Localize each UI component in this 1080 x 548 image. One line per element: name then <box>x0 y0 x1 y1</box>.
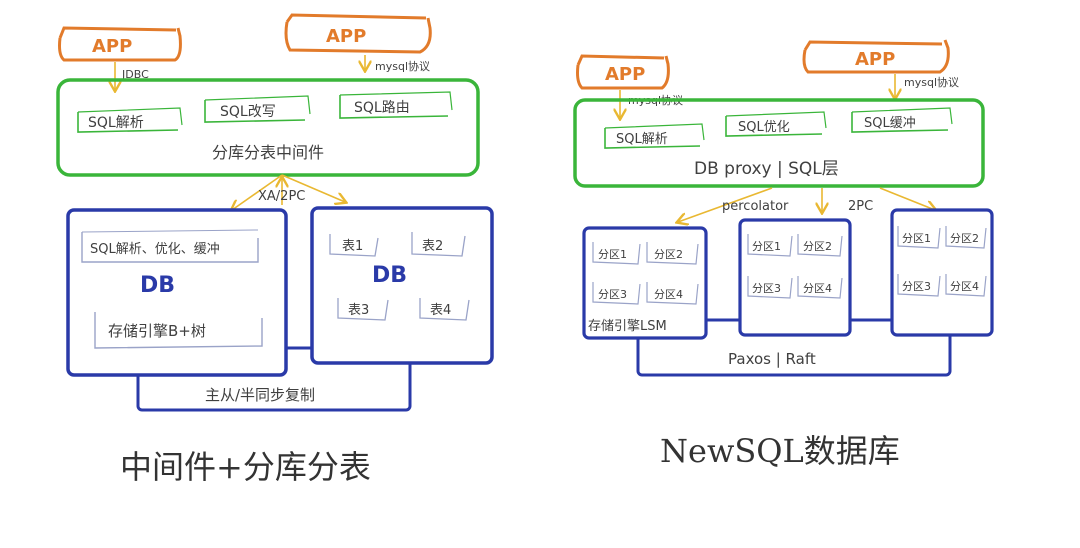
left-app-label-2: APP <box>326 26 366 47</box>
right-node3-partition-label-2: 分区2 <box>950 232 979 245</box>
right-node1-partition-label-1: 分区1 <box>598 248 627 261</box>
left-table-box-3: 表3 <box>337 298 389 321</box>
right-node1-engine-label: 存储引擎LSM <box>588 319 667 334</box>
right-proxy-box <box>573 98 985 188</box>
right-node1-partition-label-2: 分区2 <box>654 248 683 261</box>
left-table-box-2: 表2 <box>411 232 466 257</box>
left-xa-2pc-label: XA/2PC <box>258 189 305 204</box>
right-arrow-to-node3 <box>879 187 935 210</box>
right-percolator-label: percolator <box>722 199 789 214</box>
left-sql-rewrite-box: SQL改写 <box>204 95 311 123</box>
right-node3-partition-1: 分区1 <box>897 226 941 249</box>
right-node2-partition-4: 分区4 <box>797 276 843 299</box>
left-db2-box <box>310 206 494 365</box>
right-sql-parse-label: SQL解析 <box>616 132 668 147</box>
left-db1-parse-box: SQL解析、优化、缓冲 <box>81 229 259 263</box>
right-node2-partition-3: 分区3 <box>747 276 793 299</box>
right-node3-partition-label-3: 分区3 <box>902 280 931 293</box>
left-table-label-1: 表1 <box>342 239 363 254</box>
left-app-box-2: APP <box>284 13 432 54</box>
right-app-box-1: APP <box>576 54 670 90</box>
left-sql-parse-box: SQL解析 <box>77 107 183 133</box>
right-node1-partition-3: 分区3 <box>592 282 641 305</box>
right-sql-parse-box: SQL解析 <box>604 123 705 149</box>
right-node1-partition-label-4: 分区4 <box>654 288 683 301</box>
right-sql-cache-box: SQL缓冲 <box>851 107 953 133</box>
left-db1-engine-label: 存储引擎B+树 <box>108 322 206 340</box>
left-db2-label: DB <box>372 263 407 288</box>
right-diagram: APP APP mysql协议 mysql协议 SQL解析 SQL优化 SQL缓… <box>573 39 994 470</box>
right-app-label-1: APP <box>605 64 645 85</box>
left-mysql-protocol-label: mysql协议 <box>375 59 430 73</box>
left-diagram: APP APP JDBC mysql协议 SQL解析 SQL改写 SQL路由 <box>56 13 494 486</box>
right-arrow-to-node1 <box>678 187 773 222</box>
right-node3-partition-4: 分区4 <box>945 274 987 297</box>
left-sql-route-label: SQL路由 <box>354 100 410 116</box>
left-app-box-1: APP <box>58 26 182 62</box>
right-node3-partition-label-1: 分区1 <box>902 232 931 245</box>
left-arrow-to-db2 <box>281 174 345 202</box>
right-consensus-label: Paxos | Raft <box>728 350 816 368</box>
right-mysql-protocol-label-2: mysql协议 <box>904 75 959 89</box>
left-table-label-2: 表2 <box>422 239 443 254</box>
left-sql-parse-label: SQL解析 <box>88 115 144 131</box>
right-proxy-title: DB proxy | SQL层 <box>694 159 839 179</box>
left-jdbc-label: JDBC <box>121 68 149 81</box>
left-db1-engine-box: 存储引擎B+树 <box>94 312 263 349</box>
right-node1-partition-4: 分区4 <box>646 282 699 305</box>
left-table-label-4: 表4 <box>430 303 451 318</box>
left-app-label-1: APP <box>92 36 132 57</box>
right-node3-partition-label-4: 分区4 <box>950 280 979 293</box>
left-db1-box <box>66 208 288 377</box>
right-sql-optimize-label: SQL优化 <box>738 120 790 135</box>
left-caption: 中间件+分库分表 <box>120 448 371 486</box>
right-node2-partition-2: 分区2 <box>797 234 843 257</box>
right-caption: NewSQL数据库 <box>660 432 900 470</box>
right-node1-box <box>582 226 708 340</box>
right-app-label-2: APP <box>855 49 895 70</box>
right-node2-partition-label-3: 分区3 <box>752 282 781 295</box>
right-node1-partition-2: 分区2 <box>646 242 699 265</box>
left-sql-route-box: SQL路由 <box>339 91 453 119</box>
right-sql-cache-label: SQL缓冲 <box>864 116 916 131</box>
left-table-box-4: 表4 <box>419 298 470 321</box>
right-node3-partition-2: 分区2 <box>945 226 987 249</box>
right-node2-partition-label-1: 分区1 <box>752 240 781 253</box>
left-sql-rewrite-label: SQL改写 <box>220 104 276 120</box>
right-node1-partition-label-3: 分区3 <box>598 288 627 301</box>
right-node3-box <box>890 208 994 337</box>
left-table-label-3: 表3 <box>348 303 369 318</box>
right-sql-optimize-box: SQL优化 <box>725 111 827 137</box>
right-node2-partition-label-4: 分区4 <box>803 282 832 295</box>
left-replication-label: 主从/半同步复制 <box>205 386 315 404</box>
right-node2-box <box>738 218 852 337</box>
right-node3-partition-3: 分区3 <box>897 274 941 297</box>
right-app-box-2: APP <box>802 39 950 74</box>
left-table-box-1: 表1 <box>329 234 379 257</box>
right-node1-partition-1: 分区1 <box>592 242 641 265</box>
right-node2-partition-label-2: 分区2 <box>803 240 832 253</box>
right-node2-partition-1: 分区1 <box>747 234 793 257</box>
left-db1-parse-label: SQL解析、优化、缓冲 <box>90 242 220 257</box>
left-middleware-title: 分库分表中间件 <box>212 143 324 162</box>
left-middleware-box <box>56 78 480 177</box>
left-db1-label: DB <box>140 273 175 298</box>
right-2pc-label: 2PC <box>848 199 873 214</box>
left-arrow-to-db1 <box>232 174 283 210</box>
